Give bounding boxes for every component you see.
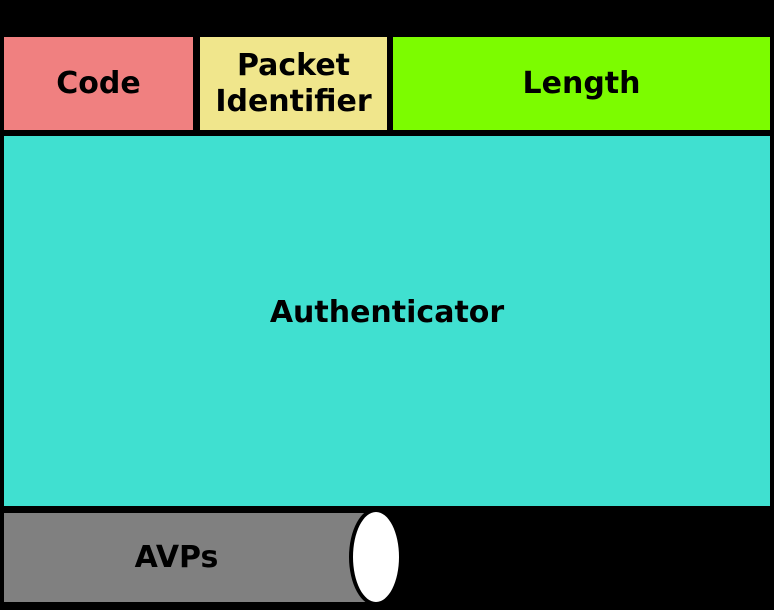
field-box-packet-identifier: Packet Identifier bbox=[196, 33, 391, 134]
field-box-avps: AVPs bbox=[0, 509, 381, 606]
field-label-length: Length bbox=[522, 65, 641, 101]
field-label-code: Code bbox=[56, 65, 141, 101]
field-box-code: Code bbox=[0, 33, 197, 134]
field-label-authenticator: Authenticator bbox=[269, 295, 505, 330]
field-box-authenticator: Authenticator bbox=[0, 132, 774, 510]
field-label-avps: AVPs bbox=[134, 539, 219, 575]
field-box-length: Length bbox=[389, 33, 774, 134]
field-label-packet-identifier: Packet Identifier bbox=[215, 47, 372, 119]
avps-continuation-ellipse-icon bbox=[349, 508, 403, 606]
